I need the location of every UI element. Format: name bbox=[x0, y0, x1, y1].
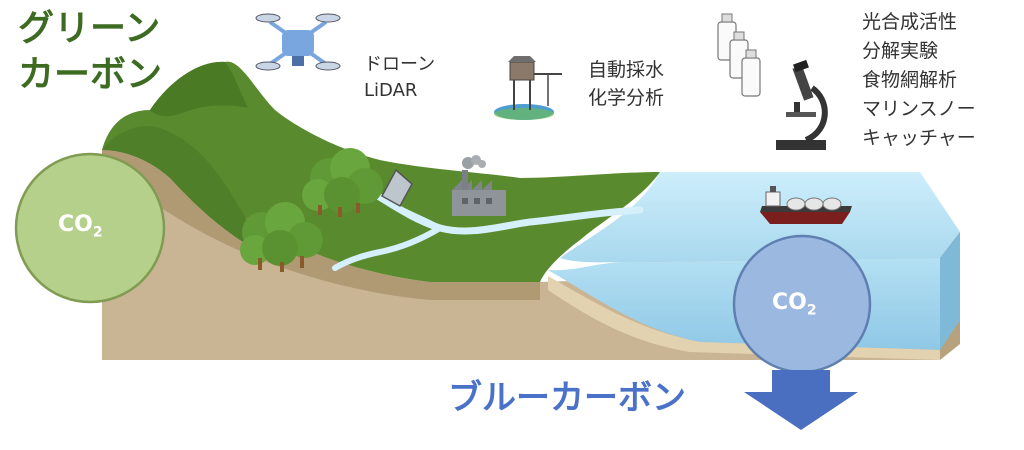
drone-label-line2: LiDAR bbox=[364, 80, 418, 101]
auto-sampling-line2: 化学分析 bbox=[588, 87, 665, 109]
lab-method-item: 光合成活性 bbox=[862, 11, 958, 33]
drone-icon bbox=[255, 13, 341, 71]
co2-sea-label: CO2 bbox=[772, 290, 817, 318]
co2-sea-sub: 2 bbox=[806, 302, 817, 319]
sample-bottles-icon bbox=[717, 13, 761, 97]
co2-land-main: CO bbox=[58, 212, 93, 237]
sampling-station-icon bbox=[494, 56, 562, 120]
lab-methods-list: 光合成活性 分解実験 食物網解析 マリンスノー キャッチャー bbox=[862, 8, 976, 153]
ship-icon bbox=[760, 186, 852, 224]
seabed bbox=[548, 276, 940, 360]
auto-sampling-label: 自動採水 化学分析 bbox=[588, 56, 664, 112]
auto-sampling-line1: 自動採水 bbox=[588, 59, 665, 81]
mountain-front bbox=[102, 126, 280, 262]
lab-method-item: 分解実験 bbox=[862, 40, 939, 62]
lab-method-item: マリンスノー bbox=[862, 98, 976, 120]
co2-sea-main: CO bbox=[772, 290, 807, 315]
soil-slope bbox=[102, 146, 540, 300]
green-carbon-title: グリーン カーボン bbox=[18, 6, 162, 98]
drone-label-line1: ドローン bbox=[364, 54, 436, 75]
factory-icon bbox=[452, 155, 506, 216]
sea-surface bbox=[560, 172, 960, 263]
river-branch-1 bbox=[332, 225, 443, 271]
sampling-box-icon bbox=[380, 168, 413, 208]
green-carbon-line1: グリーン bbox=[18, 8, 161, 49]
river-branch-2 bbox=[392, 203, 443, 231]
microscope-icon bbox=[776, 59, 828, 150]
co2-land-circle bbox=[14, 152, 166, 304]
sea-side bbox=[940, 232, 960, 350]
mountain-ridge bbox=[150, 61, 248, 117]
co2-land-sub: 2 bbox=[92, 224, 103, 241]
blue-carbon-title: ブルーカーボン bbox=[448, 378, 686, 418]
lab-method-item: 食物網解析 bbox=[862, 69, 958, 91]
co2-land-label: CO2 bbox=[58, 212, 103, 240]
drone-label: ドローン LiDAR bbox=[364, 52, 435, 104]
green-carbon-line2: カーボン bbox=[18, 54, 163, 95]
forest-upper bbox=[302, 148, 383, 217]
forest-lower bbox=[240, 202, 323, 272]
lab-method-item: キャッチャー bbox=[862, 127, 976, 149]
downward-arrow-icon bbox=[744, 370, 858, 430]
